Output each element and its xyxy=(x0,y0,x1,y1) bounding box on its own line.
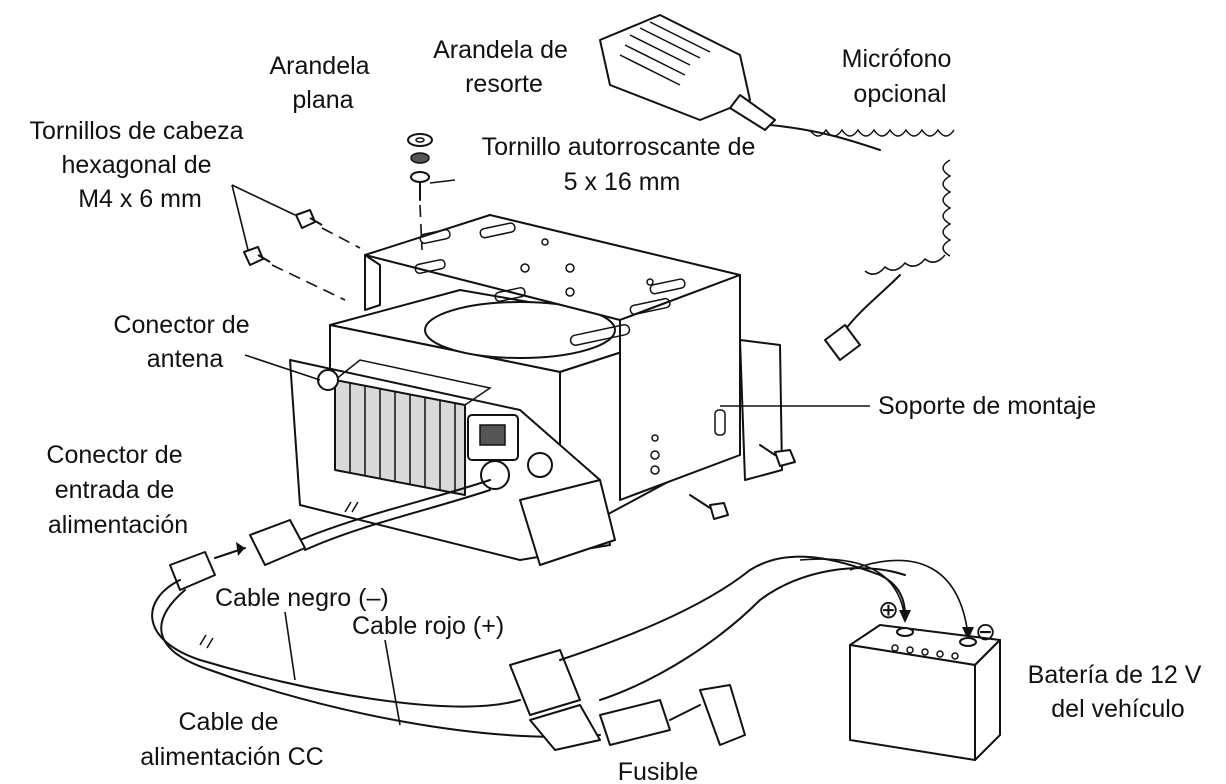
label-fuse: Fusible xyxy=(618,758,699,784)
label-tapping-screw: Tornillo autorroscante de 5 x 16 mm xyxy=(482,133,763,196)
label-power-input-connector: Conector de entrada de alimentación xyxy=(46,441,189,539)
label-microphone: Micrófono opcional xyxy=(842,45,959,108)
mounting-bracket xyxy=(364,214,741,501)
heatsink xyxy=(334,359,492,496)
label-black-cable: Cable negro (–) xyxy=(215,584,389,612)
label-red-cable: Cable rojo (+) xyxy=(352,612,504,640)
leader-antenna xyxy=(244,354,321,381)
bracket-screw-right xyxy=(759,444,796,467)
battery-minus-symbol: ⊖ xyxy=(975,618,996,646)
label-flat-washer: Arandela plana xyxy=(269,52,376,114)
battery-part xyxy=(849,624,1001,761)
hex-screw-upper xyxy=(295,209,323,229)
leader-hex-screws-a xyxy=(231,184,296,216)
label-spring-washer: Arandela de resorte xyxy=(433,36,575,98)
tapping-screw-part xyxy=(410,171,430,201)
leader-black-cable xyxy=(284,611,296,681)
spring-washer-part xyxy=(410,152,430,164)
bracket-screw-lower xyxy=(689,494,729,520)
front-connectors xyxy=(317,369,553,490)
power-cable xyxy=(151,479,974,751)
label-antenna-connector: Conector de antena xyxy=(113,311,256,373)
label-battery: Batería de 12 V del vehículo xyxy=(1028,661,1209,723)
leader-red-cable xyxy=(384,639,401,726)
label-mounting-bracket: Soporte de montaje xyxy=(878,392,1096,420)
label-hex-screws: Tornillos de cabeza hexagonal de M4 x 6 … xyxy=(30,117,251,213)
battery-plus-symbol: ⊕ xyxy=(878,596,899,624)
hex-screw-lower xyxy=(243,246,271,266)
leader-tapping-screw xyxy=(429,179,456,184)
microphone-part xyxy=(599,14,955,361)
label-dc-power-cable: Cable de alimentación CC xyxy=(140,708,323,771)
flat-washer-part xyxy=(407,133,433,147)
leader-hex-screws-b xyxy=(231,184,249,251)
